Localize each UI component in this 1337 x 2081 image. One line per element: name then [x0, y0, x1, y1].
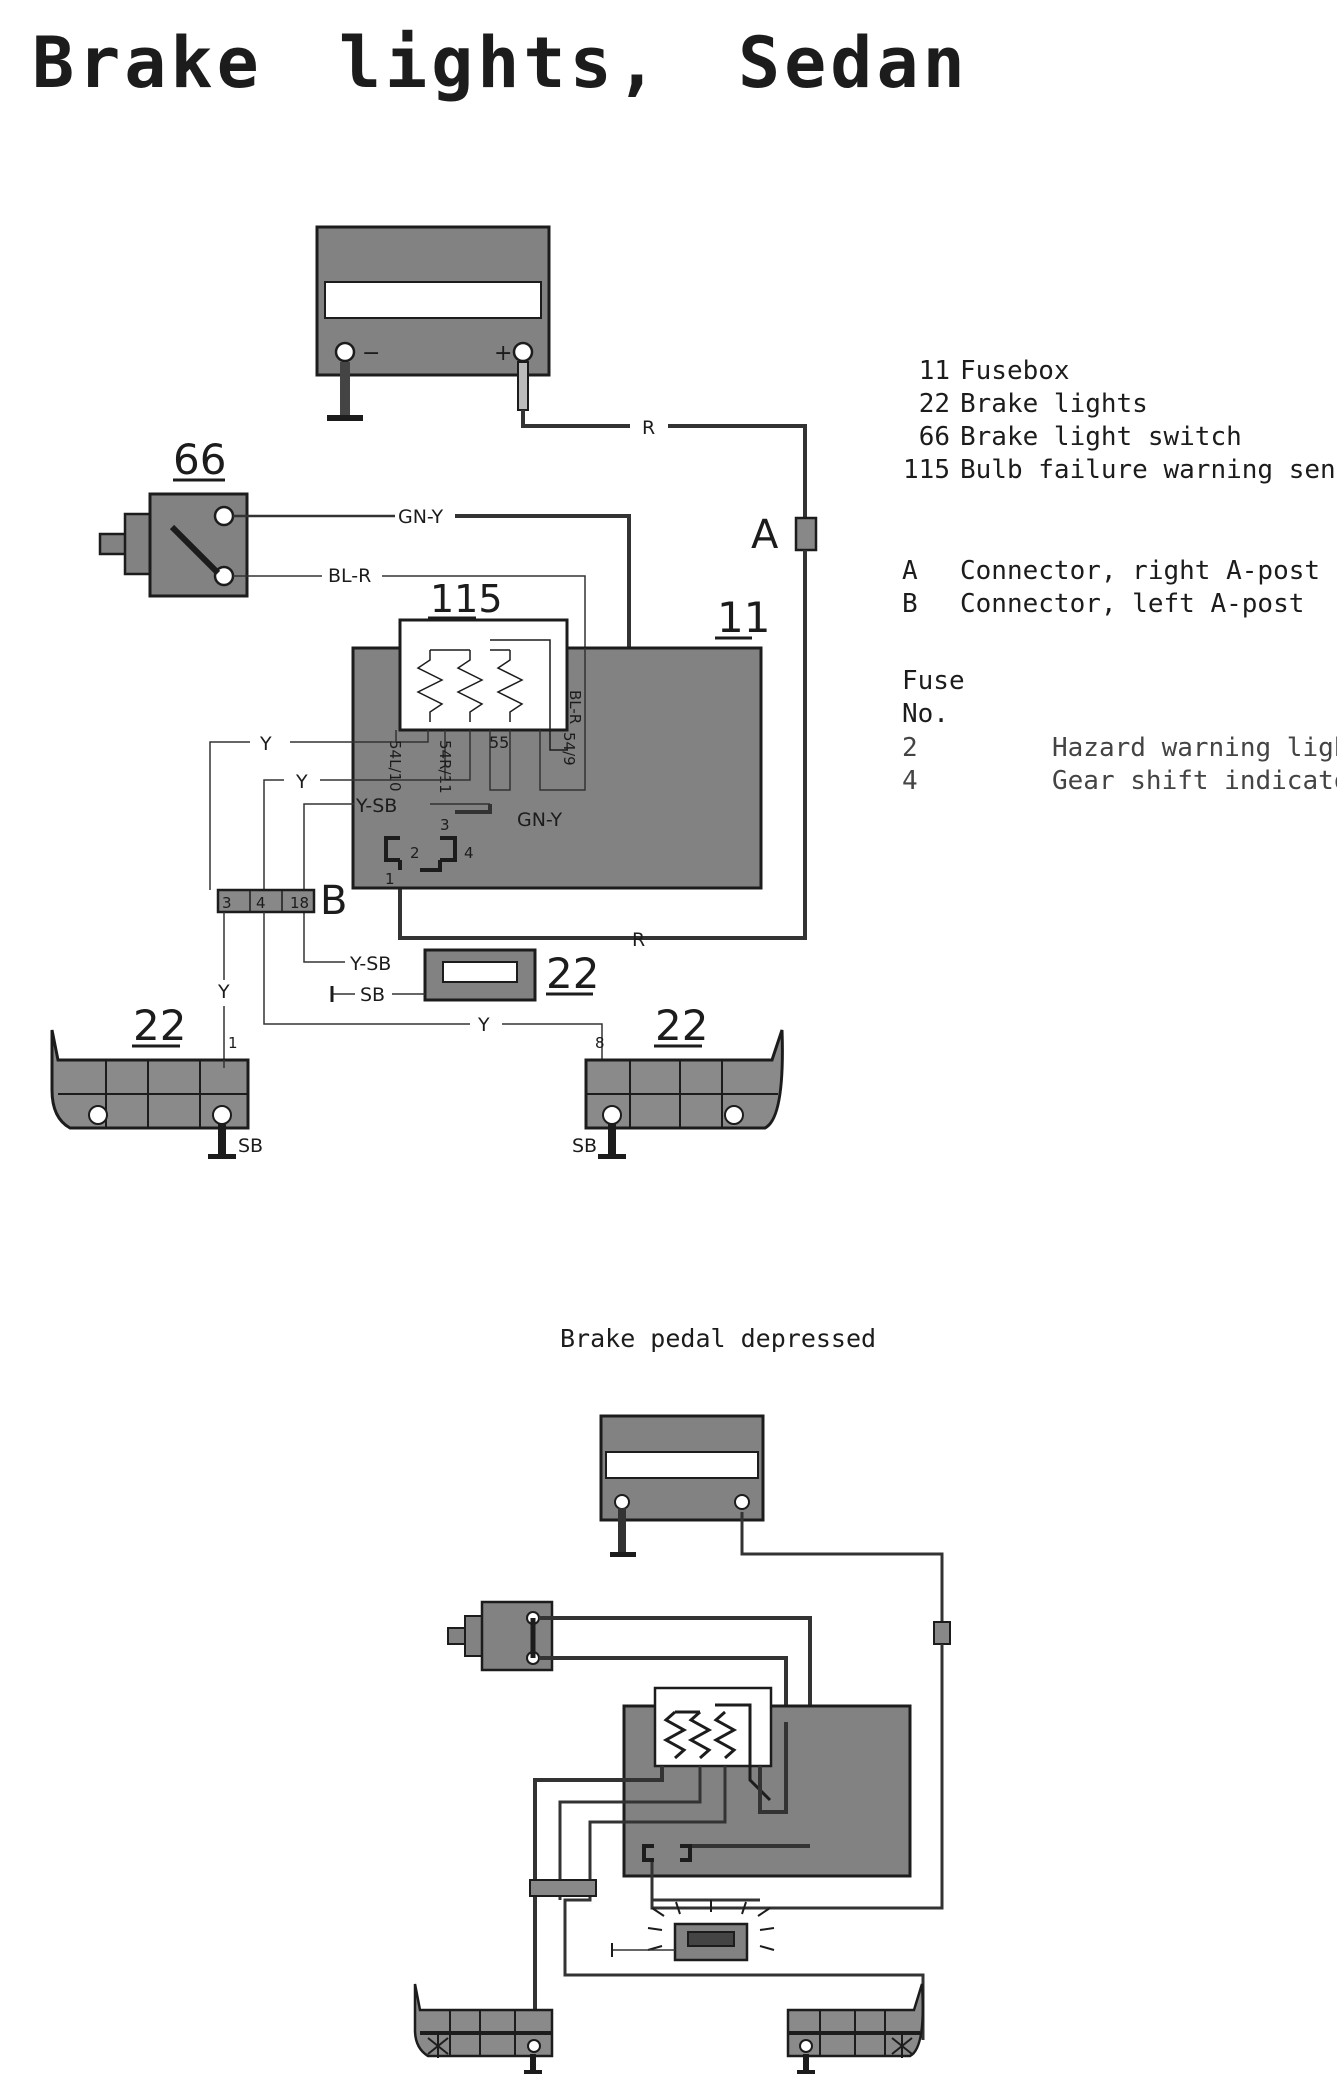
pin-label: 4: [256, 894, 266, 912]
wire-label: SB: [238, 1135, 263, 1157]
sensor-coils: [416, 639, 568, 751]
wiring-diagram: − + R A R 66 GN-Y BL-R 11 115: [50, 225, 818, 1159]
light-left-label: 22: [133, 1001, 186, 1050]
bulb-failure-sensor: [398, 618, 569, 732]
page-title: Brake lights, Sedan: [32, 22, 969, 104]
wire-label: BL-R: [328, 565, 371, 587]
fusebox-label: 11: [717, 593, 770, 642]
fuse-num: 2: [902, 733, 918, 763]
legend-text: Fusebox: [960, 356, 1070, 386]
connector-a-label: A: [751, 512, 779, 558]
pin-label: 54L/10: [386, 740, 404, 792]
pin-label: 2: [410, 844, 420, 862]
legend-text: Bulb failure warning sensor: [960, 455, 1337, 485]
fuse-header: No.: [902, 699, 949, 729]
connector-b: [216, 888, 316, 914]
pin-label: 54/9: [560, 732, 578, 766]
fuse-text: Gear shift indicator: [1052, 766, 1337, 796]
legend-num: 115: [903, 455, 950, 485]
connector-a: [794, 516, 818, 552]
wire-label: Y: [477, 1014, 490, 1036]
connector-b-label: B: [320, 878, 347, 924]
pedal-depressed-diagram: [413, 1414, 951, 2074]
legend-num: 66: [918, 422, 950, 452]
subtitle: Brake pedal depressed: [560, 1324, 877, 1353]
brake-light-switch: [98, 492, 249, 598]
fuse-num: 4: [902, 766, 918, 796]
battery-positive-label: +: [494, 341, 512, 366]
wire-label: R: [642, 417, 655, 439]
pin-label: 3: [440, 816, 450, 834]
wire-label: Y: [217, 981, 230, 1003]
light-right-label: 22: [655, 1001, 708, 1050]
pin-label: 4: [464, 844, 474, 862]
pin-label: 18: [290, 894, 309, 912]
legend-num: 22: [918, 389, 950, 419]
wire-label: Y: [259, 733, 272, 755]
pin-label: 3: [222, 894, 232, 912]
wire-label: GN-Y: [398, 506, 444, 528]
legend-num: B: [902, 589, 918, 619]
wire-label: R: [632, 929, 645, 951]
light-center-label: 22: [546, 949, 599, 998]
battery-negative-label: −: [362, 341, 380, 366]
legend-num: A: [902, 556, 918, 586]
wire-label: Y: [295, 771, 308, 793]
legend-text: Brake light switch: [960, 422, 1242, 452]
legend-num: 11: [918, 356, 950, 386]
switch-label: 66: [173, 435, 226, 484]
sensor-label: 115: [430, 577, 503, 621]
pin-label: 55: [489, 733, 509, 752]
wire-label: Y-SB: [349, 953, 391, 975]
legend-text: Connector, left A-post: [960, 589, 1305, 619]
wire-label: SB: [572, 1135, 597, 1157]
brake-light-right: [584, 1029, 784, 1159]
wire-label: SB: [360, 984, 385, 1006]
pin-label: 54R/11: [436, 740, 454, 794]
legend-text: Connector, right A-post: [960, 556, 1321, 586]
wire-label: BL-R: [566, 690, 584, 724]
wire-label: GN-Y: [517, 809, 563, 831]
legend-text: Brake lights: [960, 389, 1148, 419]
battery: − +: [315, 225, 551, 421]
fuse-header: Fuse: [902, 666, 965, 696]
pin-label: 1: [228, 1034, 238, 1052]
pin-label: 1: [385, 870, 395, 888]
pin-label: 8: [595, 1034, 605, 1052]
fuse-text: Hazard warning lights: [1052, 733, 1337, 763]
brake-light-left: [50, 1029, 250, 1159]
wire-label: Y-SB: [355, 795, 397, 817]
legend: 11 Fusebox 22 Brake lights 66 Brake light s…: [900, 356, 1337, 816]
relay-contacts: [384, 836, 457, 872]
